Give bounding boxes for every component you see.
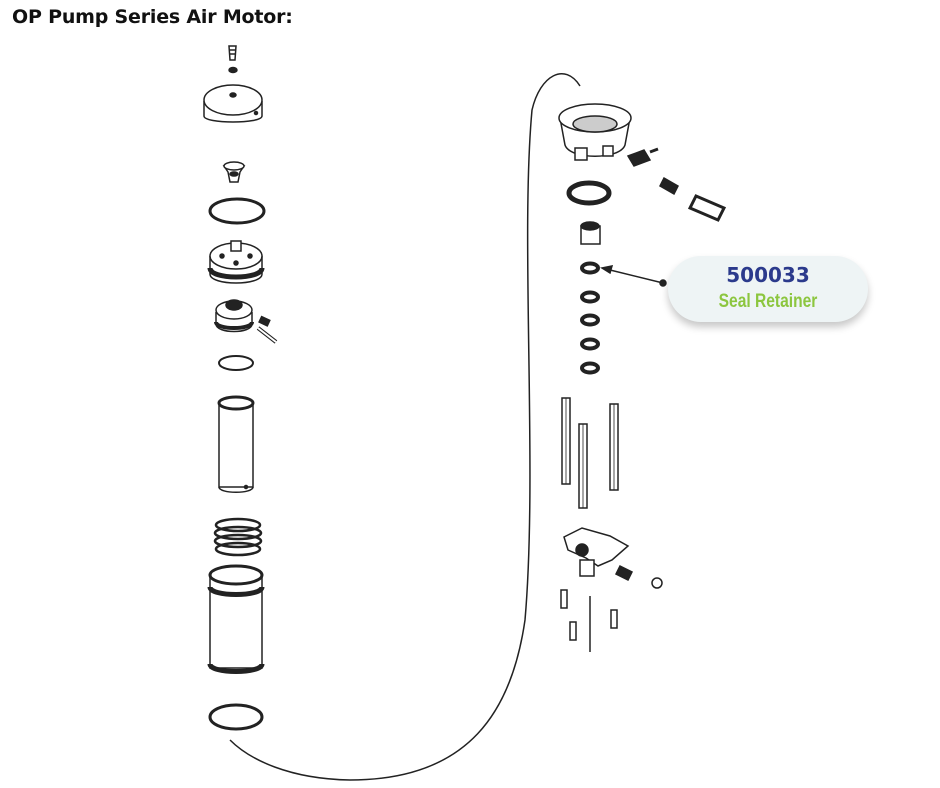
part-number: 500033 [726,263,810,287]
gasket-part [566,180,612,206]
pointer-arrow [600,265,667,287]
sleeve-part [217,395,255,493]
piston-part [207,240,265,284]
seal-ring-part [218,355,254,371]
piston-rod-part [214,299,278,344]
o-ring-part [208,197,266,225]
spring-part [213,517,263,557]
housing-fittings-part [626,147,727,222]
air-line-hose [229,73,581,781]
screw-part [228,45,238,74]
tie-rods-part [561,397,619,509]
top-cap-part [203,84,263,123]
housing-part [558,103,632,161]
seal-stack-part [580,261,600,375]
part-callout: 500033 Seal Retainer [668,256,868,322]
base-screws-part [560,589,618,652]
valve-part [222,161,246,183]
bottom-o-ring-part [208,703,264,731]
packing-nut-part [580,221,601,245]
part-name: Seal Retainer [718,291,818,312]
base-plate-part [563,527,663,589]
page-title: OP Pump Series Air Motor: [12,6,293,28]
cylinder-part [207,564,265,674]
